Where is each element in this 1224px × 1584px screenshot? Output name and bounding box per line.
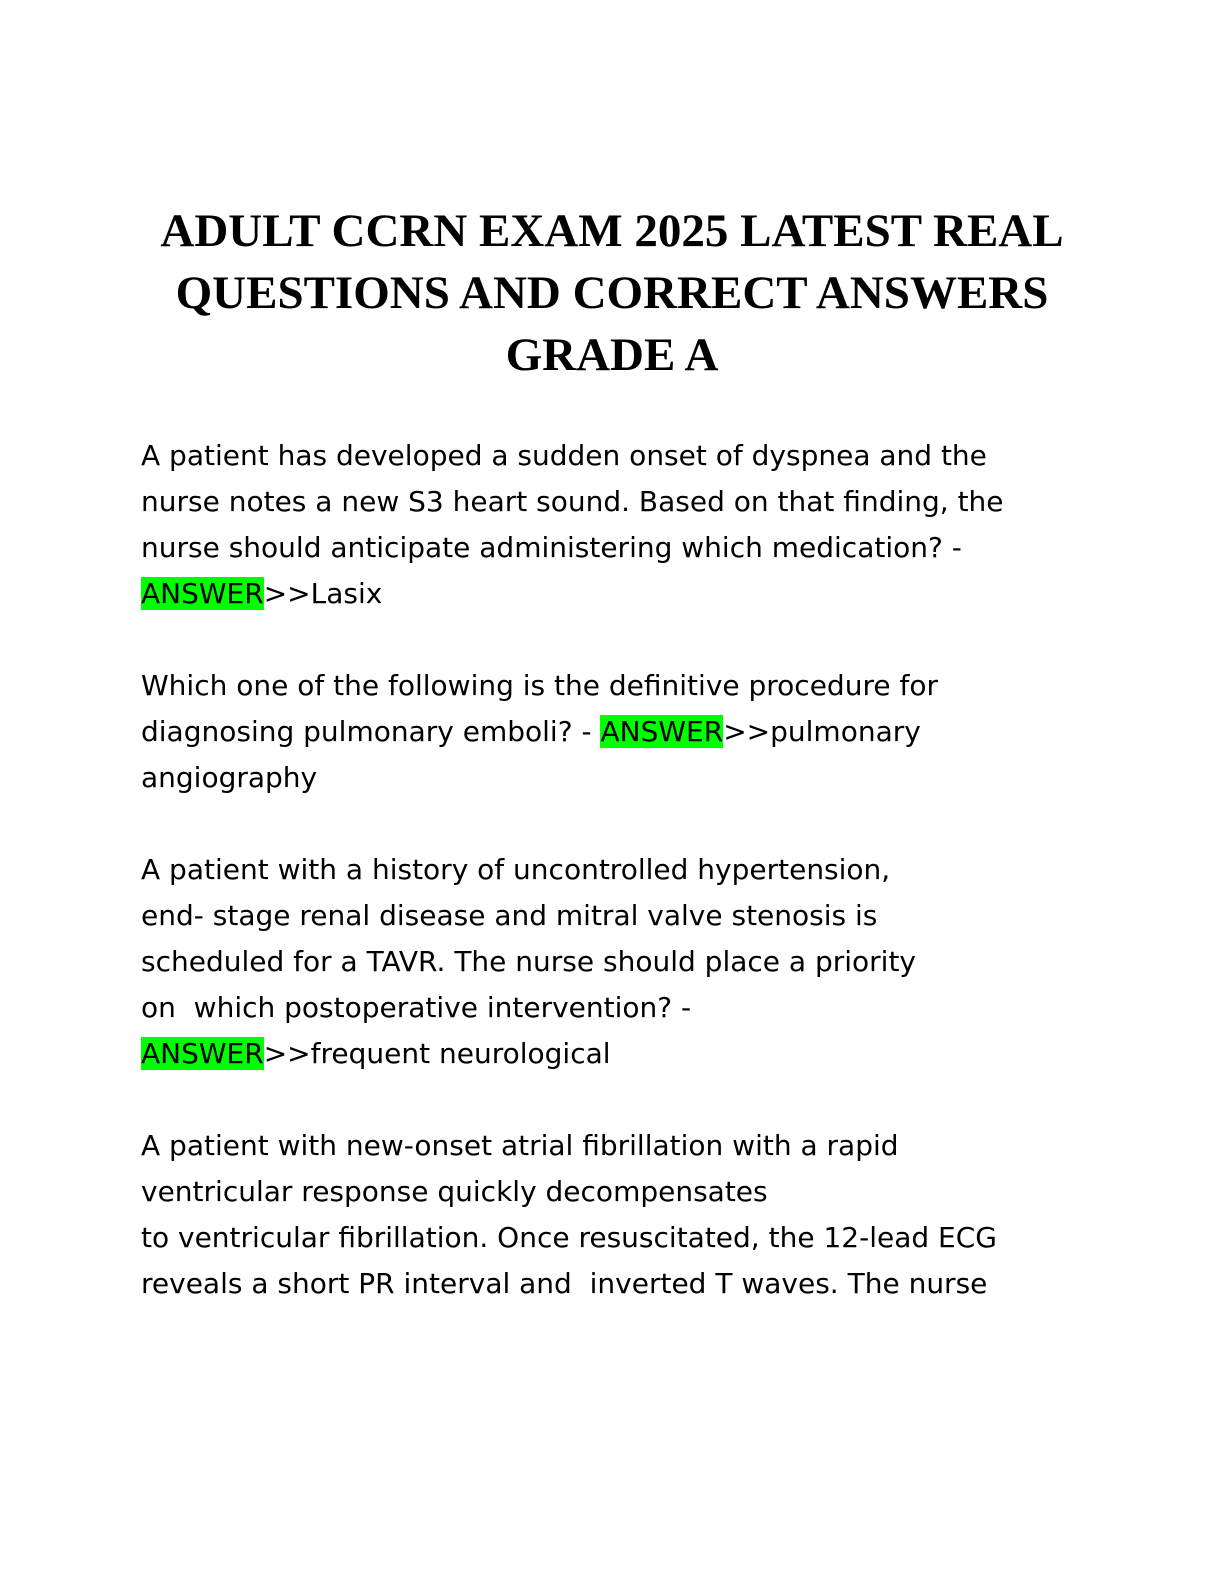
question-line: A patient with new-onset atrial fibrilla… [141, 1129, 899, 1162]
document-title: ADULT CCRN EXAM 2025 LATEST REAL QUESTIO… [120, 200, 1104, 386]
answer-text: >>Lasix [263, 577, 383, 610]
answer-highlight: ANSWER [141, 1037, 264, 1070]
title-line: ADULT CCRN EXAM 2025 LATEST REAL [160, 205, 1064, 257]
question-line: Which one of the following is the defini… [141, 669, 938, 702]
question-line: A patient has developed a sudden onset o… [141, 439, 987, 472]
question-item: A patient with new-onset atrial fibrilla… [141, 1123, 1101, 1307]
answer-line: ANSWER>>Lasix [141, 571, 1101, 617]
question-item: A patient has developed a sudden onset o… [141, 433, 1101, 617]
answer-text: >>frequent neurological [263, 1037, 611, 1070]
question-line: to ventricular fibrillation. Once resusc… [141, 1221, 997, 1254]
question-line: on which postoperative intervention? - [141, 991, 692, 1024]
title-line: GRADE A [505, 329, 719, 381]
answer-line: ANSWER>>frequent neurological [141, 1031, 1101, 1077]
answer-line: diagnosing pulmonary emboli? - ANSWER>>p… [141, 709, 1101, 755]
question-line: nurse should anticipate administering wh… [141, 531, 962, 564]
answer-line: angiography [141, 761, 318, 794]
question-line: reveals a short PR interval and inverted… [141, 1267, 988, 1300]
questions-list: A patient has developed a sudden onset o… [141, 433, 1101, 1353]
answer-highlight: ANSWER [600, 715, 724, 748]
question-line: ventricular response quickly decompensat… [141, 1175, 768, 1208]
question-line: end- stage renal disease and mitral valv… [141, 899, 878, 932]
title-line: QUESTIONS AND CORRECT ANSWERS [175, 267, 1049, 319]
question-item: Which one of the following is the defini… [141, 663, 1101, 801]
question-item: A patient with a history of uncontrolled… [141, 847, 1101, 1077]
question-line: nurse notes a new S3 heart sound. Based … [141, 485, 1004, 518]
answer-text: >>pulmonary [723, 715, 921, 748]
answer-highlight: ANSWER [141, 577, 264, 610]
question-line: A patient with a history of uncontrolled… [141, 853, 891, 886]
question-line: scheduled for a TAVR. The nurse should p… [141, 945, 917, 978]
question-text: diagnosing pulmonary emboli? - [141, 715, 601, 748]
